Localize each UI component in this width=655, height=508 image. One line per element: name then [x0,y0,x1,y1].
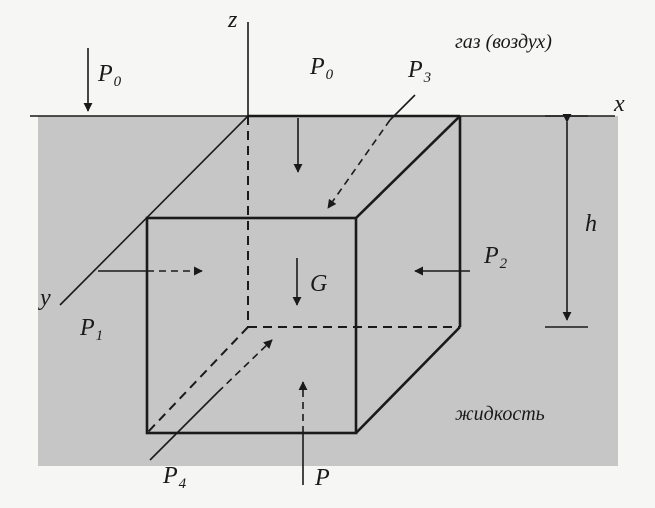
height-label: h [585,211,597,237]
force-label-p4: P4 [163,463,187,492]
force-label-p0-left: P0 [98,61,122,90]
force-label-p1: P1 [80,315,104,344]
pressure-label: P [315,465,330,491]
cube-hidden-edge [146,326,249,434]
cube-edge [355,326,461,434]
y-axis [59,115,249,306]
gravity-label: G [310,271,328,297]
cube-edge [355,115,461,219]
p4-arrow-dashed [217,339,273,393]
p4-arrow-solid [149,391,219,461]
force-label-p2: P2 [484,243,508,272]
gas-label: газ (воздух) [455,31,552,53]
p3-arrow-dashed [327,119,391,209]
z-axis-label: z [228,7,238,33]
liquid-region [38,116,618,466]
force-label-p0-top: P0 [310,54,334,83]
p3-arrow-solid [389,94,416,121]
cube-front-face [145,216,358,435]
liquid-label: жидкость [455,403,545,425]
force-label-p3: P3 [408,57,432,86]
y-axis-label: y [40,285,51,311]
x-axis-label: x [614,91,625,117]
